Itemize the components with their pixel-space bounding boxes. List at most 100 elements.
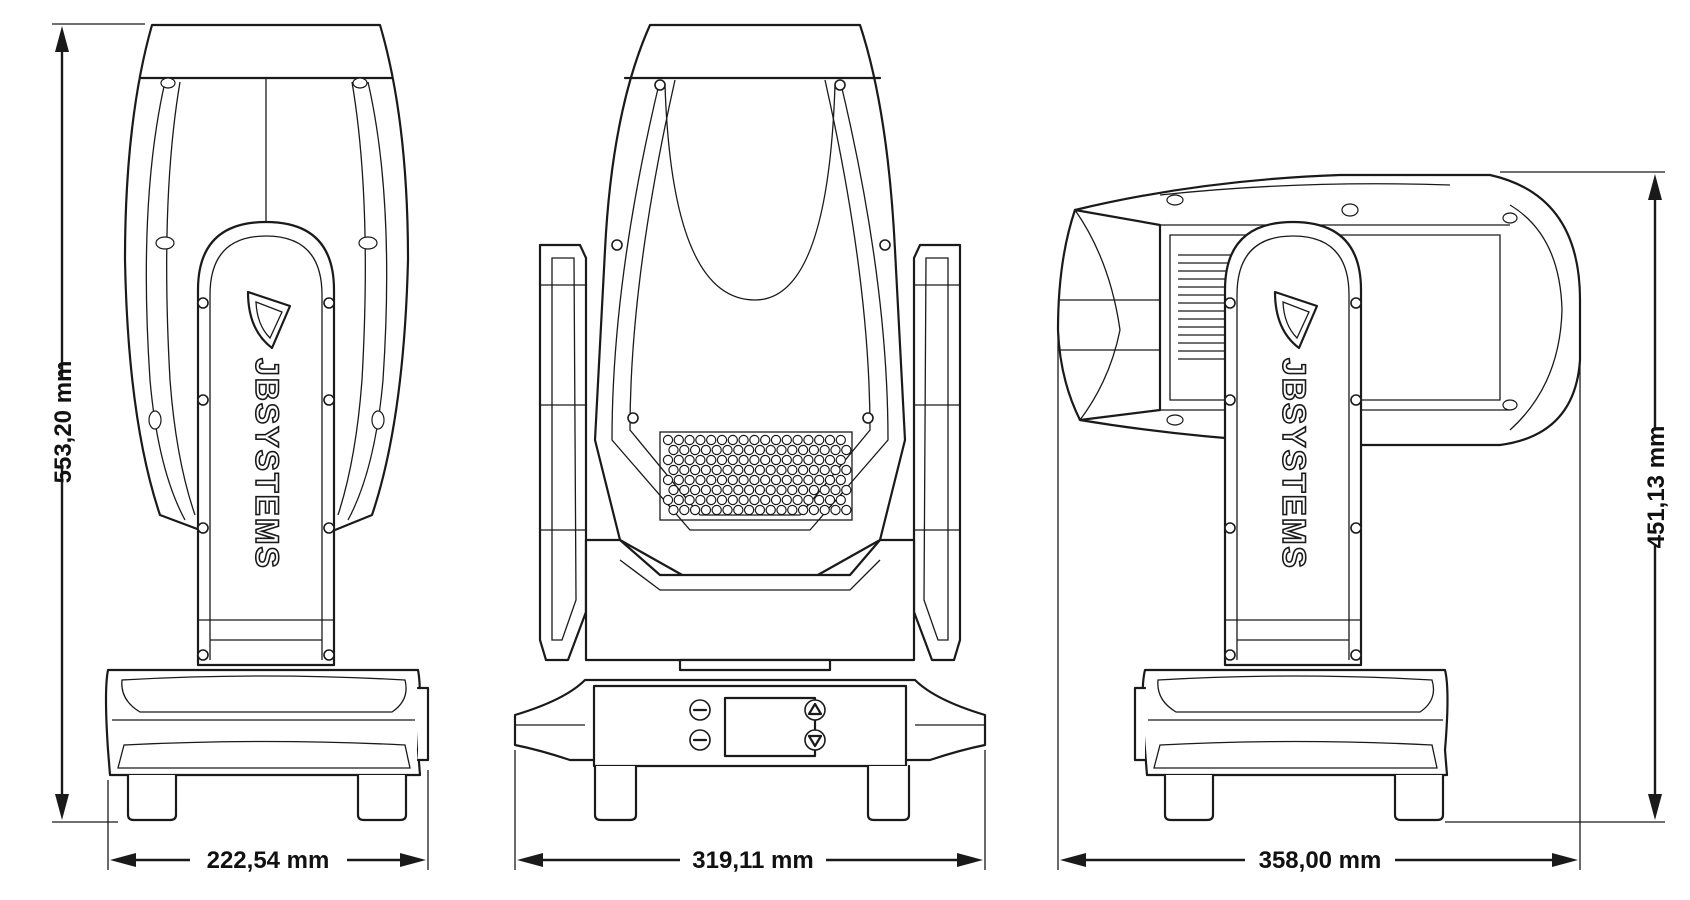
led-lens [835, 434, 847, 446]
led-lens [668, 484, 679, 496]
led-lens [727, 454, 739, 466]
led-lens [673, 494, 685, 506]
led-lens [684, 494, 695, 506]
led-lens [797, 464, 809, 476]
led-lens [808, 444, 820, 456]
led-lens [700, 464, 712, 476]
front-view: JBSYSTEMS [104, 23, 430, 822]
led-lens [673, 454, 685, 466]
led-lens [814, 434, 825, 446]
led-lens [830, 464, 841, 476]
led-lens [776, 504, 787, 516]
led-lens [841, 504, 852, 516]
led-lens [662, 434, 674, 446]
led-lens [792, 434, 803, 446]
down-triangle-button-icon[interactable] [804, 729, 826, 751]
led-lens [716, 474, 728, 486]
led-lens [754, 484, 766, 496]
led-lens [819, 504, 830, 516]
led-lens [662, 494, 674, 506]
led-lens [765, 464, 776, 476]
led-lens [711, 504, 722, 516]
led-lens [679, 444, 690, 456]
led-lens [695, 474, 706, 486]
led-lens [760, 494, 771, 506]
led-lens [803, 494, 814, 506]
led-lens [765, 504, 776, 516]
dim-front-width: 222,54 mm [207, 847, 330, 874]
dimension-side-width: 319,11 mm [514, 750, 986, 874]
dim-side-width: 319,11 mm [692, 847, 813, 874]
dimension-tilted-height: 451,13 mm [1445, 171, 1670, 823]
dim-tilted-width: 358,00 mm [1259, 847, 1382, 874]
led-lens [727, 474, 739, 486]
led-lens [808, 504, 820, 516]
led-lens [689, 464, 701, 476]
led-lens [679, 464, 690, 476]
led-lens [814, 474, 825, 486]
led-lens [819, 484, 830, 496]
minus-button-icon[interactable] [689, 729, 711, 751]
led-lens [733, 504, 744, 516]
led-lens [754, 504, 766, 516]
led-lens [808, 464, 820, 476]
led-lens [841, 484, 852, 496]
led-lens [689, 504, 701, 516]
led-lens [814, 454, 825, 466]
led-lens [684, 434, 695, 446]
led-lens [803, 474, 814, 486]
led-lens [830, 484, 841, 496]
led-lens [711, 464, 722, 476]
led-lens [695, 494, 706, 506]
dim-tilted-height: 451,13 mm [1643, 426, 1670, 549]
lcd-display [723, 696, 817, 758]
led-lens [673, 434, 685, 446]
led-lens [770, 474, 782, 486]
led-lens [700, 484, 712, 496]
led-lens [733, 464, 744, 476]
led-lens [679, 484, 690, 496]
led-lens [787, 464, 798, 476]
led-lens [792, 454, 803, 466]
led-lens [770, 434, 782, 446]
led-lens [776, 444, 787, 456]
led-lens [781, 474, 793, 486]
led-lens [824, 454, 836, 466]
dim-front-height: 553,20 mm [50, 361, 77, 484]
led-lens [808, 484, 820, 496]
led-lens [760, 454, 771, 466]
led-lens [727, 434, 739, 446]
led-lens [695, 434, 706, 446]
led-lens [738, 474, 749, 486]
tilted-view: JBSYSTEMS [1056, 173, 1582, 822]
led-lens [711, 484, 722, 496]
led-lens [722, 444, 733, 456]
led-lens [689, 484, 701, 496]
led-lens [706, 454, 717, 466]
led-lens [830, 444, 841, 456]
dimension-front-height: 553,20 mm [50, 23, 145, 823]
led-lens [727, 494, 739, 506]
led-lens [668, 444, 679, 456]
led-lens [684, 474, 695, 486]
led-lens [689, 444, 701, 456]
led-lens [700, 444, 712, 456]
led-lens [700, 504, 712, 516]
side-view [513, 23, 987, 822]
minus-button-icon[interactable] [689, 699, 711, 721]
up-triangle-button-icon[interactable] [804, 699, 826, 721]
led-lens [668, 504, 679, 516]
led-lens [662, 474, 674, 486]
led-lens [711, 444, 722, 456]
led-lens [716, 434, 728, 446]
brand-wordmark: JBSYSTEMS [1276, 358, 1312, 570]
led-lens [814, 494, 825, 506]
led-lens [749, 434, 760, 446]
led-lens [776, 484, 787, 496]
led-lens [792, 474, 803, 486]
led-lens [797, 484, 809, 496]
led-lens [803, 454, 814, 466]
led-lens [781, 454, 793, 466]
led-lens [824, 434, 836, 446]
led-lens [706, 474, 717, 486]
